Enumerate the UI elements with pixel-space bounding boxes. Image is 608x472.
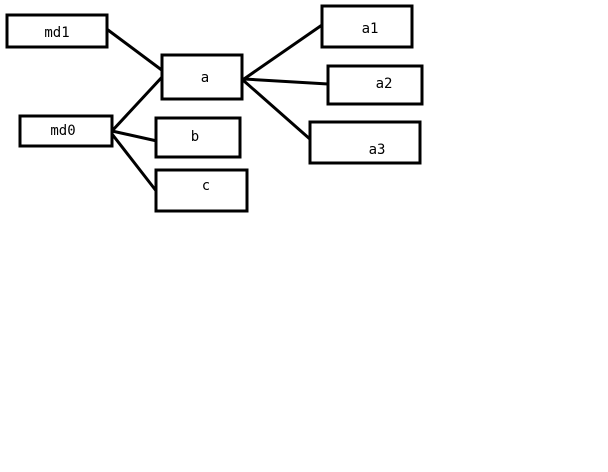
node-a-box: [160, 53, 244, 101]
node-a1-label: a1: [362, 21, 379, 37]
node-md1-label: md1: [44, 25, 69, 41]
node-a3-label: a3: [369, 142, 386, 158]
edge-md0-b: [110, 129, 159, 143]
edge-md0-c: [110, 132, 159, 194]
node-a3-box: [308, 120, 422, 165]
node-a[interactable]: a: [160, 53, 244, 101]
node-md0[interactable]: md0: [18, 114, 114, 148]
node-a1-box: [320, 4, 414, 49]
node-md0-label: md0: [50, 123, 75, 139]
edges: [106, 23, 330, 194]
node-b-label: b: [191, 129, 199, 145]
node-a2-label: a2: [376, 76, 393, 92]
node-md0-box: [18, 114, 114, 148]
edge-a-a2: [242, 77, 330, 86]
node-c-box: [154, 168, 249, 213]
node-md1-box: [5, 13, 109, 49]
node-md1[interactable]: md1: [5, 13, 109, 49]
node-a3[interactable]: a3: [308, 120, 422, 165]
node-a1[interactable]: a1: [320, 4, 414, 49]
node-a2-box: [326, 64, 424, 106]
node-b-box: [154, 116, 242, 159]
edge-a-a1: [242, 23, 324, 81]
node-a-label: a: [201, 70, 209, 86]
edge-md0-a: [110, 74, 165, 133]
node-c[interactable]: c: [154, 168, 249, 213]
node-a2[interactable]: a2: [326, 64, 424, 106]
node-c-label: c: [202, 178, 210, 194]
edge-a-a3: [242, 79, 313, 142]
edge-md1-a: [106, 28, 165, 73]
node-b[interactable]: b: [154, 116, 242, 159]
